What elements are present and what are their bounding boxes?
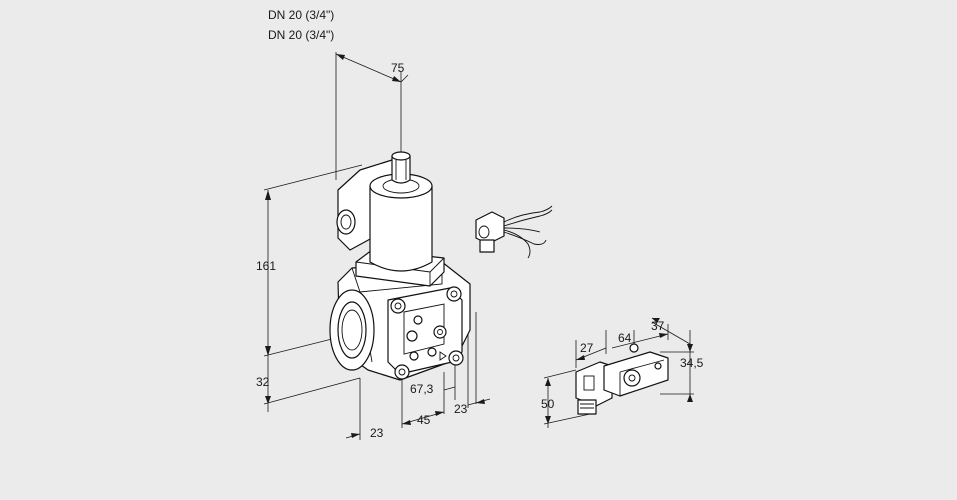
solenoid-valve	[329, 151, 471, 381]
valve-connector-module	[543, 317, 694, 428]
dim-connector-a: 27	[580, 341, 594, 355]
dim-port-offset: 23	[370, 426, 384, 440]
cable-connector	[475, 205, 553, 259]
dim-depth: 45	[417, 413, 431, 427]
dim-side: 23	[454, 402, 468, 416]
outlet-size-label: DN 20 (3/4")	[268, 28, 334, 42]
dim-base: 32	[256, 375, 270, 389]
dim-connector-b: 64	[618, 331, 632, 345]
dim-top-width: 75	[391, 61, 405, 75]
dim-height: 161	[256, 259, 276, 273]
dim-connector-height: 34,5	[680, 356, 704, 370]
dim-connector-c: 37	[651, 319, 665, 333]
inlet-size-label: DN 20 (3/4")	[268, 8, 334, 22]
dim-connector-length: 50	[541, 397, 555, 411]
dim-port-spacing: 67,3	[410, 382, 434, 396]
valve-dimension-lines	[263, 52, 491, 440]
